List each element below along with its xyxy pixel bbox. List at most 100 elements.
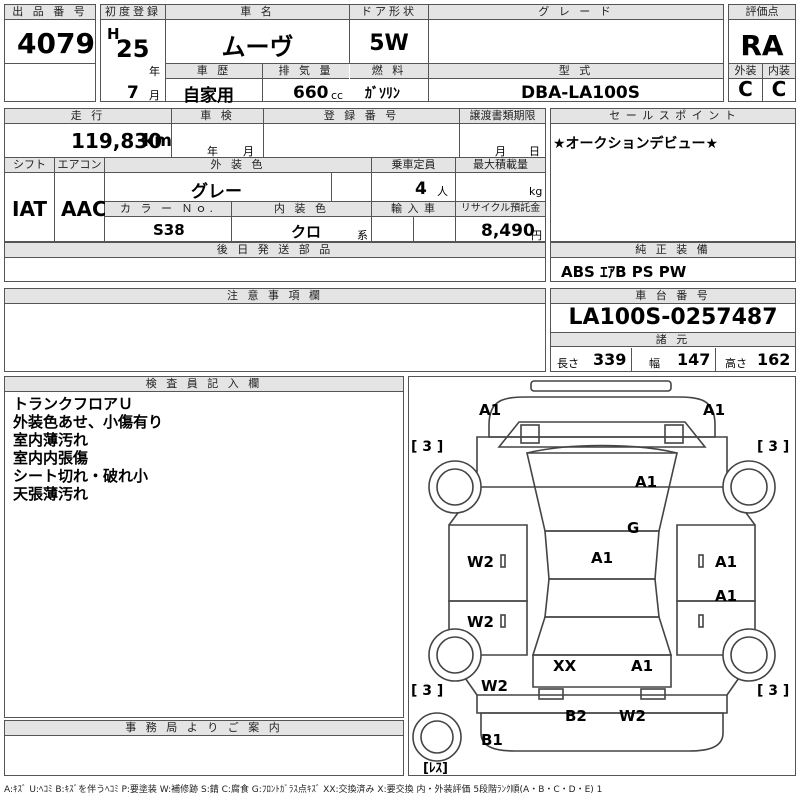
interior-grade: C (771, 77, 787, 101)
first-registration-label: 初度登録 (101, 5, 165, 20)
width: 147 (677, 350, 711, 369)
vehicle-info-grid: 初度登録 車 名 ドア形状 グ レ ー ド H 25 年 7 月 ムーヴ 5W … (100, 4, 724, 106)
dimensions-label: 諸 元 (551, 332, 795, 347)
tire-mark-rear-right: [ 3 ] (757, 683, 790, 699)
displacement: 660 (293, 83, 329, 103)
displacement-unit: cc (331, 89, 344, 102)
import-label: 輸 入 車 (372, 202, 455, 217)
lot-number-box: 出 品 番 号 4079 (4, 4, 96, 102)
shift: IAT (12, 197, 48, 221)
recycle-fee-label: リサイクル預託金 (456, 202, 545, 217)
damage-mark-rear-right-door: A1 (715, 587, 738, 605)
max-load-unit: kg (529, 185, 543, 198)
max-load-label: 最大積載量 (456, 158, 545, 173)
office-notice-box: 事 務 局 よ り ご 案 内 (4, 720, 404, 776)
exterior-grade-label: 外装 (729, 64, 762, 79)
tire-mark-front-right: [ 3 ] (757, 439, 790, 455)
chassis-no-label: 車 台 番 号 (551, 289, 795, 304)
damage-mark-front-right-fender: A1 (715, 553, 738, 571)
car-history-label: 車 歴 (166, 64, 262, 79)
rating-label: 評価点 (729, 5, 795, 20)
interior-color: クロ (291, 223, 322, 241)
model-label: 型 式 (429, 64, 723, 79)
damage-legend: A:ｷｽﾞ U:ﾍｺﾐ B:ｷｽﾞを伴うﾍｺﾐ P:要塗装 W:補修跡 S:錆 … (4, 785, 603, 795)
sales-point-label: セ ー ル ス ポ イ ン ト (551, 109, 795, 124)
car-name: ムーヴ (221, 33, 294, 61)
registration-month: 7 (127, 83, 139, 103)
recycle-fee: 8,490 (481, 221, 535, 241)
damage-mark-rear-bumper: B1 (481, 731, 503, 749)
note-line: トランクフロアＵ (13, 395, 134, 413)
length: 339 (593, 350, 627, 369)
mileage-unit: km (143, 131, 173, 151)
transfer-deadline-label: 譲渡書類期限 (460, 109, 545, 124)
capacity-label: 乗車定員 (372, 158, 455, 173)
color-no: S38 (153, 221, 185, 239)
damage-mark-rear-left-door: W2 (467, 613, 494, 631)
lot-number: 4079 (17, 27, 95, 60)
model-code: DBA-LA100S (521, 83, 640, 103)
door-type-label: ドア形状 (350, 5, 428, 20)
later-parts-label: 後 日 発 送 部 品 (5, 243, 545, 258)
color-no-label: カ ラ ー Ｎｏ. (105, 202, 231, 217)
note-line: 室内薄汚れ (13, 431, 89, 449)
aircon-label: エアコン (55, 158, 104, 173)
car-outline-diagram (412, 380, 776, 762)
length-label: 長さ (557, 357, 579, 370)
transfer-day-unit: 日 (529, 145, 540, 158)
car-name-label: 車 名 (166, 5, 349, 20)
displacement-label: 排 気 量 (263, 64, 349, 79)
shift-label: シフト (5, 158, 54, 173)
transfer-month-unit: 月 (495, 145, 506, 158)
chassis-no: LA100S-0257487 (568, 305, 778, 330)
damage-mark-bumper-left: B2 (565, 707, 587, 725)
damage-mark-front-left-door: W2 (467, 553, 494, 571)
aircon: AAC (61, 197, 107, 221)
detail-grid: 走 行 車 検 登 録 番 号 譲渡書類期限 119,830 km 年 月 月 … (4, 108, 546, 242)
height-label: 高さ (725, 357, 747, 370)
sales-point-box: セ ー ル ス ポ イ ン ト ★オークションデビュー★ (550, 108, 796, 242)
caution-box: 注 意 事 項 欄 (4, 288, 546, 372)
damage-mark-bumper-right: W2 (619, 707, 646, 725)
height: 162 (757, 350, 791, 369)
width-label: 幅 (649, 357, 660, 370)
era: H (107, 25, 120, 43)
damage-mark-front-right: A1 (703, 401, 726, 419)
exterior-color: グレー (191, 182, 242, 202)
capacity-unit: 人 (437, 185, 448, 198)
equipment-label: 純 正 装 備 (551, 243, 795, 258)
rating-box: 評価点 RA 外装 内装 C C (728, 4, 796, 102)
equipment-box: 純 正 装 備 ABS ｴｱB PS PW (550, 242, 796, 282)
year-unit: 年 (149, 65, 160, 78)
exterior-color-label: 外 装 色 (105, 158, 371, 173)
fuel-label: 燃 料 (350, 64, 428, 79)
inspector-notes-label: 検 査 員 記 入 欄 (5, 377, 403, 392)
tire-mark-rear-left: [ 3 ] (411, 683, 444, 699)
sales-point: ★オークションデビュー★ (553, 136, 719, 152)
door-type: 5W (369, 31, 409, 56)
inspector-notes-box: 検 査 員 記 入 欄 トランクフロアＵ 外装色あせ、小傷有り 室内薄汚れ 室内… (4, 376, 404, 718)
equipment: ABS ｴｱB PS PW (561, 263, 687, 281)
mileage-label: 走 行 (5, 109, 171, 124)
inspection-label: 車 検 (172, 109, 263, 124)
car-history: 自家用 (183, 86, 234, 106)
mileage: 119,830 (71, 129, 163, 153)
capacity: 4 (415, 179, 427, 199)
tire-mark-front-left: [ 3 ] (411, 439, 444, 455)
exterior-grade: C (738, 77, 753, 101)
inspection-month-unit: 月 (243, 145, 254, 158)
month-unit: 月 (149, 89, 160, 102)
registration-no-label: 登 録 番 号 (264, 109, 459, 124)
later-parts-box: 後 日 発 送 部 品 (4, 242, 546, 282)
registration-year: 25 (116, 35, 150, 63)
damage-mark-bonnet: A1 (635, 473, 658, 491)
lot-number-label: 出 品 番 号 (5, 5, 95, 20)
caution-label: 注 意 事 項 欄 (5, 289, 545, 304)
interior-color-suffix: 系 (357, 229, 368, 242)
damage-mark-rear-left-area: XX (553, 657, 577, 675)
note-line: シート切れ・破れ小 (13, 467, 149, 485)
damage-mark-roof: A1 (591, 549, 614, 567)
damage-mark-windshield: G (627, 519, 640, 537)
inspection-year-unit: 年 (207, 145, 218, 158)
recycle-fee-unit: 円 (531, 229, 542, 242)
